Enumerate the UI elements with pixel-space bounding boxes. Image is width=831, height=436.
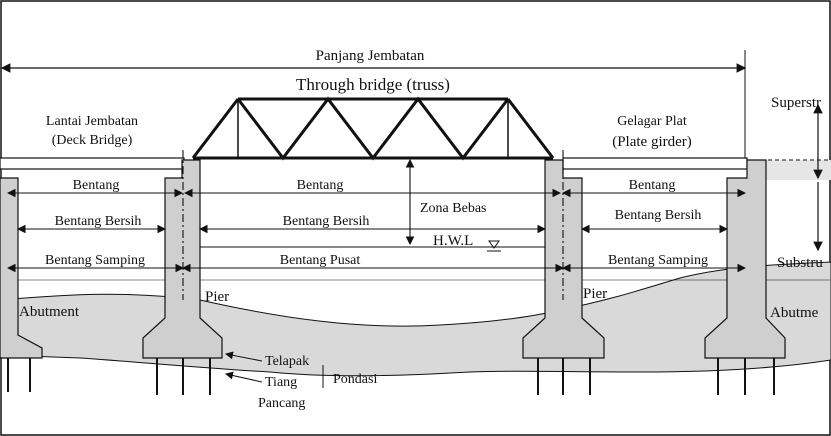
deck-bridge [0, 157, 185, 170]
tiang-pointer [225, 371, 263, 383]
bentang-pusat-label: Bentang Pusat [280, 253, 361, 268]
bentang-bersih-left-label: Bentang Bersih [55, 214, 142, 229]
bentang-right-label: Bentang [629, 178, 676, 193]
pondasi-label: Pondasi [333, 372, 377, 387]
left-abutment [0, 177, 43, 392]
zona-bebas-label: Zona Bebas [420, 201, 486, 216]
abutment-right-label: Abutme [770, 305, 819, 321]
tiang-label: Tiang [265, 375, 297, 390]
pancang-label: Pancang [258, 396, 305, 411]
bentang-center-label: Bentang [297, 178, 344, 193]
truss [191, 96, 555, 161]
plate-girder [562, 157, 748, 170]
panjang-jembatan-label: Panjang Jembatan [316, 48, 425, 64]
deck-bridge-label: (Deck Bridge) [52, 133, 133, 148]
through-bridge-label: Through bridge (truss) [296, 75, 450, 94]
substructure-label: Substru [777, 255, 823, 271]
hwl-label: H.W.L [433, 233, 473, 249]
bentang-bersih-center-label: Bentang Bersih [283, 214, 370, 229]
pier-left-label: Pier [205, 289, 229, 305]
bentang-left-label: Bentang [73, 178, 120, 193]
gelagar-plat-label: Gelagar Plat [617, 114, 687, 129]
plate-girder-label: (Plate girder) [612, 134, 692, 150]
bentang-samping-left-label: Bentang Samping [45, 253, 145, 268]
telapak-pointer [225, 351, 263, 362]
hwl-symbol [488, 240, 500, 249]
right-bank [760, 160, 831, 180]
superstructure-label: Superstr [771, 95, 821, 111]
lantai-jembatan-label: Lantai Jembatan [46, 114, 138, 129]
right-abutment [704, 159, 786, 395]
pier-right-label: Pier [583, 286, 607, 302]
bentang-bersih-right-label: Bentang Bersih [615, 208, 702, 223]
bentang-samping-right-label: Bentang Samping [608, 253, 708, 268]
ground-area [0, 261, 831, 377]
abutment-left-label: Abutment [19, 304, 80, 320]
telapak-label: Telapak [265, 354, 309, 369]
